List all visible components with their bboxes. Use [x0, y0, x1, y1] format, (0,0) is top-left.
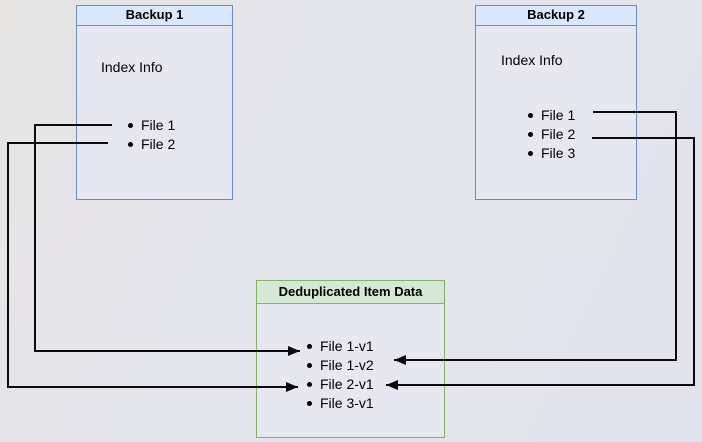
list-item: File 3: [527, 144, 575, 163]
node-backup-1: Backup 1 Index Info File 1 File 2: [76, 5, 233, 200]
list-item: File 3-v1: [306, 394, 374, 413]
node-deduplicated-item-data: Deduplicated Item Data File 1-v1 File 1-…: [256, 280, 445, 438]
node-backup-2-title: Backup 2: [476, 6, 636, 26]
dedup-item-list: File 1-v1 File 1-v2 File 2-v1 File 3-v1: [306, 337, 374, 413]
node-backup-2: Backup 2 Index Info File 1 File 2 File 3: [475, 5, 637, 200]
list-item: File 1-v2: [306, 356, 374, 375]
list-item: File 2-v1: [306, 375, 374, 394]
list-item: File 1: [127, 116, 175, 135]
node-dedup-title: Deduplicated Item Data: [257, 281, 444, 304]
list-item: File 1-v1: [306, 337, 374, 356]
list-item: File 2: [127, 135, 175, 154]
backup-1-file-list: File 1 File 2: [127, 116, 175, 154]
backup-1-index-info-label: Index Info: [101, 59, 163, 75]
backup-2-index-info-label: Index Info: [501, 52, 563, 68]
node-backup-1-title: Backup 1: [77, 6, 232, 26]
backup-2-file-list: File 1 File 2 File 3: [527, 106, 575, 163]
list-item: File 2: [527, 125, 575, 144]
list-item: File 1: [527, 106, 575, 125]
